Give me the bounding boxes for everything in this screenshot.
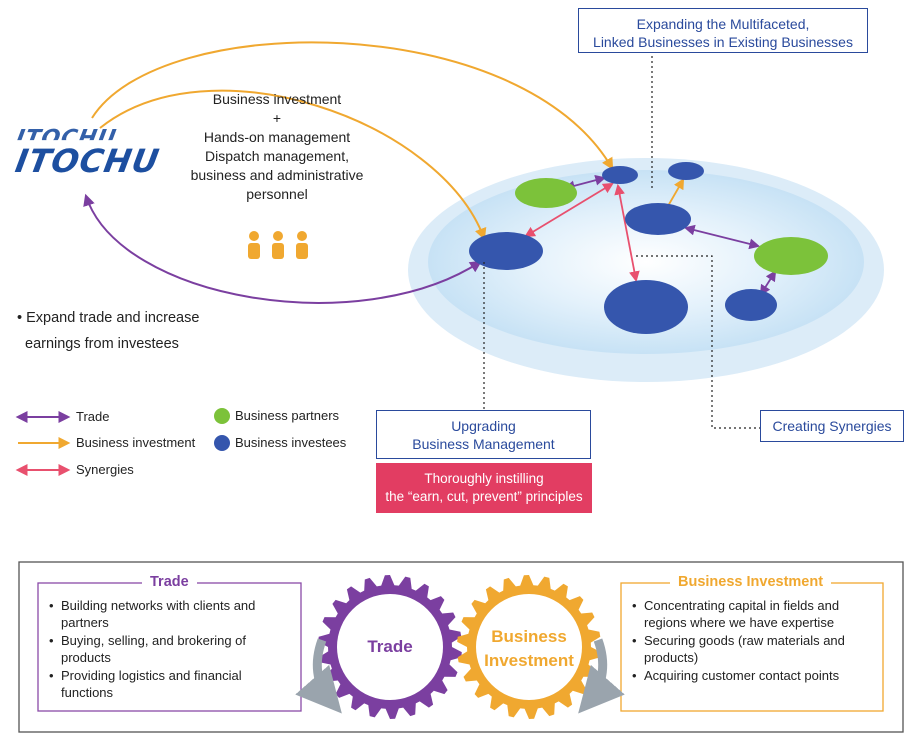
investee-node xyxy=(668,162,704,180)
trade-bullet: • Expand trade and increase earnings fro… xyxy=(17,310,200,352)
partner-node xyxy=(754,237,828,275)
investee-node xyxy=(604,280,688,334)
legend-synergies-label: Synergies xyxy=(76,462,134,477)
instilling-callout: Thoroughly instilling the “earn, cut, pr… xyxy=(376,463,592,513)
gear-investment-label: Business Investment xyxy=(484,627,574,670)
upgrading-callout: Upgrading Business Management xyxy=(376,410,591,459)
trade-arc xyxy=(83,193,483,304)
list-item: Acquiring customer contact points xyxy=(632,668,874,685)
list-item: Buying, selling, and brokering of produc… xyxy=(49,633,291,666)
trade-gear-hub xyxy=(337,594,443,700)
investment-arc-outer xyxy=(91,41,614,171)
list-item: Providing logistics and financial functi… xyxy=(49,668,291,701)
personnel-icons xyxy=(248,231,308,259)
investment-description: Business investment + Hands-on managemen… xyxy=(190,91,364,202)
gear-trade-label: Trade xyxy=(367,637,413,656)
logo-text: ITOCHU xyxy=(12,142,163,180)
list-item: Securing goods (raw materials and produc… xyxy=(632,633,874,666)
investee-node xyxy=(469,232,543,270)
synergies-callout: Creating Synergies xyxy=(760,410,904,442)
investment-panel-list: Concentrating capital in fields and regi… xyxy=(632,598,874,687)
investment-arc-inner xyxy=(99,89,487,241)
trade-panel-list: Building networks with clients and partn… xyxy=(49,598,291,703)
trade-panel-title: Trade xyxy=(142,574,197,590)
partner-node xyxy=(515,178,577,208)
list-item: Building networks with clients and partn… xyxy=(49,598,291,631)
investment-gear-hub xyxy=(476,594,582,700)
list-item: Concentrating capital in fields and regi… xyxy=(632,598,874,631)
legend-partners-label: Business partners xyxy=(235,408,340,423)
itochu-logo: ITOCHU ITOCHU xyxy=(12,128,163,192)
legend-trade-label: Trade xyxy=(76,409,110,424)
investee-node xyxy=(602,166,638,184)
investee-node xyxy=(625,203,691,235)
investee-node xyxy=(725,289,777,321)
legend-investees-label: Business investees xyxy=(235,435,347,450)
expanding-callout: Expanding the Multifaceted, Linked Busin… xyxy=(578,8,868,53)
legend-investment-label: Business investment xyxy=(76,435,196,450)
investment-panel-title: Business Investment xyxy=(670,574,832,590)
